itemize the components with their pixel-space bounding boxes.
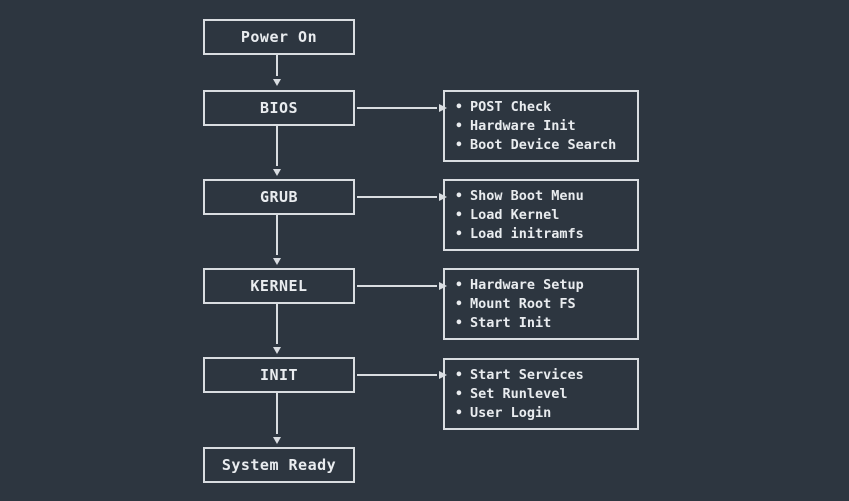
bullet-icon: • bbox=[455, 118, 463, 134]
detail-text: User Login bbox=[470, 404, 552, 421]
detail-text: Boot Device Search bbox=[470, 136, 617, 153]
bullet-icon: • bbox=[455, 277, 463, 293]
detail-item: • Load initramfs bbox=[455, 226, 631, 243]
details-grub: • Show Boot Menu • Load Kernel • Load in… bbox=[443, 179, 639, 251]
connector-grub-details bbox=[357, 193, 447, 201]
detail-text: Start Services bbox=[470, 366, 584, 383]
connector-bios-grub bbox=[273, 126, 281, 176]
detail-item: • Load Kernel bbox=[455, 207, 631, 224]
detail-item: • Start Init bbox=[455, 315, 631, 332]
bullet-icon: • bbox=[455, 315, 463, 331]
details-kernel: • Hardware Setup • Mount Root FS • Start… bbox=[443, 268, 639, 340]
connector-init-details bbox=[357, 371, 447, 379]
detail-text: Start Init bbox=[470, 314, 552, 331]
detail-item: • Hardware Init bbox=[455, 118, 631, 135]
detail-text: Load initramfs bbox=[470, 225, 584, 242]
arrow-down-icon bbox=[273, 258, 281, 265]
node-power-on: Power On bbox=[203, 19, 355, 55]
bullet-icon: • bbox=[455, 207, 463, 223]
detail-text: POST Check bbox=[470, 98, 552, 115]
bullet-icon: • bbox=[455, 386, 463, 402]
detail-text: Hardware Setup bbox=[470, 276, 584, 293]
detail-item: • Boot Device Search bbox=[455, 137, 631, 154]
connector-grub-kernel bbox=[273, 215, 281, 265]
detail-item: • POST Check bbox=[455, 99, 631, 116]
bullet-icon: • bbox=[455, 367, 463, 383]
arrow-down-icon bbox=[273, 347, 281, 354]
bullet-icon: • bbox=[455, 296, 463, 312]
detail-text: Mount Root FS bbox=[470, 295, 576, 312]
detail-item: • Mount Root FS bbox=[455, 296, 631, 313]
bullet-icon: • bbox=[455, 405, 463, 421]
connector-init-systemready bbox=[273, 393, 281, 444]
detail-item: • Show Boot Menu bbox=[455, 188, 631, 205]
node-system-ready: System Ready bbox=[203, 447, 355, 483]
detail-item: • User Login bbox=[455, 405, 631, 422]
detail-text: Hardware Init bbox=[470, 117, 576, 134]
connector-poweron-bios bbox=[273, 55, 281, 86]
connector-kernel-details bbox=[357, 282, 447, 290]
node-bios: BIOS bbox=[203, 90, 355, 126]
connector-bios-details bbox=[357, 104, 447, 112]
detail-item: • Hardware Setup bbox=[455, 277, 631, 294]
detail-item: • Set Runlevel bbox=[455, 386, 631, 403]
detail-item: • Start Services bbox=[455, 367, 631, 384]
detail-text: Set Runlevel bbox=[470, 385, 568, 402]
node-grub: GRUB bbox=[203, 179, 355, 215]
arrow-down-icon bbox=[273, 79, 281, 86]
connector-kernel-init bbox=[273, 304, 281, 354]
arrow-down-icon bbox=[273, 437, 281, 444]
bullet-icon: • bbox=[455, 188, 463, 204]
node-init: INIT bbox=[203, 357, 355, 393]
details-init: • Start Services • Set Runlevel • User L… bbox=[443, 358, 639, 430]
bullet-icon: • bbox=[455, 226, 463, 242]
detail-text: Show Boot Menu bbox=[470, 187, 584, 204]
bullet-icon: • bbox=[455, 99, 463, 115]
arrow-down-icon bbox=[273, 169, 281, 176]
bullet-icon: • bbox=[455, 137, 463, 153]
details-bios: • POST Check • Hardware Init • Boot Devi… bbox=[443, 90, 639, 162]
node-kernel: KERNEL bbox=[203, 268, 355, 304]
detail-text: Load Kernel bbox=[470, 206, 560, 223]
